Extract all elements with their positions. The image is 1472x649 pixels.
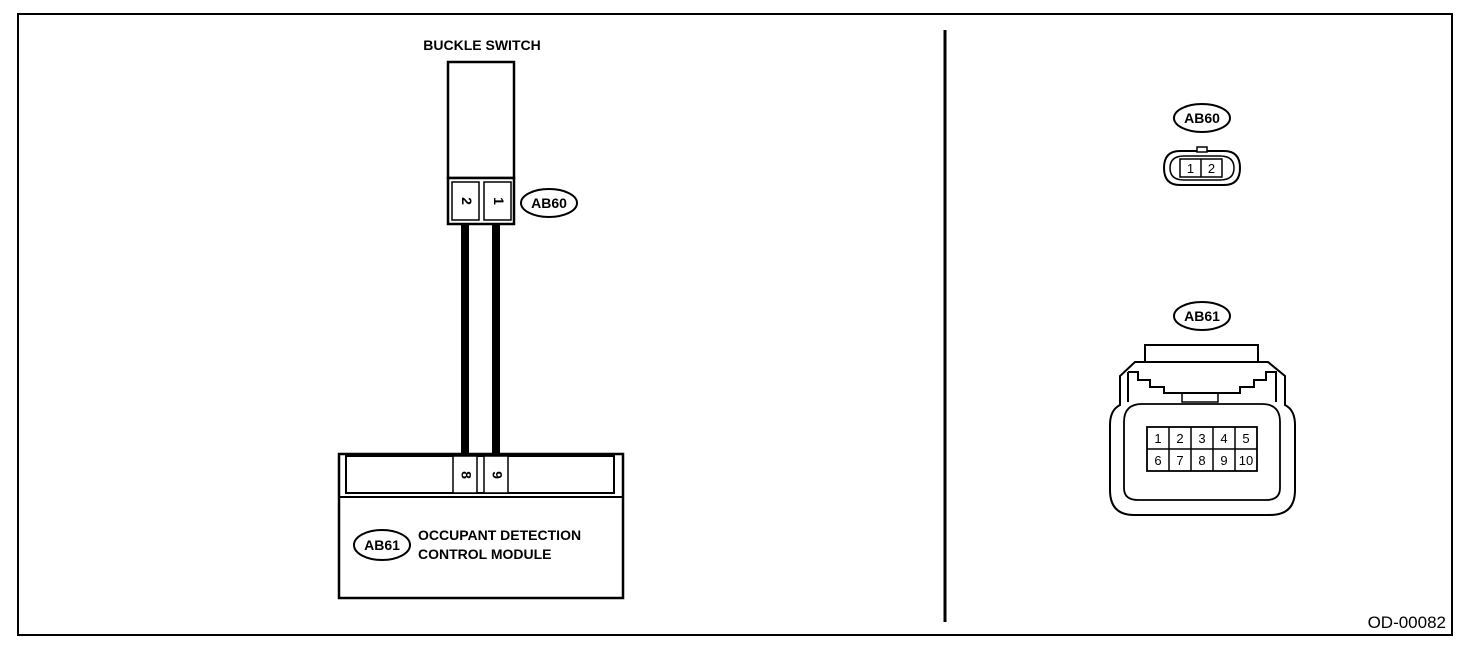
module-pin-8-label: 8 xyxy=(458,471,474,479)
switch-pin-1-box xyxy=(483,181,512,221)
ab61-badge xyxy=(353,529,411,561)
ab61-pin-3: 3 xyxy=(1198,431,1205,446)
module-pin-9-label: 9 xyxy=(489,471,505,479)
ab61-badge-label: AB61 xyxy=(364,537,400,553)
ab60-pin-1: 1 xyxy=(1187,161,1194,176)
ab61-pin-8: 8 xyxy=(1198,453,1205,468)
ab61-pin-2: 2 xyxy=(1176,431,1183,446)
ab61-view-label: AB61 xyxy=(1184,308,1220,324)
ab60-view-badge xyxy=(1173,103,1231,133)
ab61-pin-7: 7 xyxy=(1176,453,1183,468)
switch-pin-2-label: 2 xyxy=(459,197,475,205)
ab60-connector-face xyxy=(1162,146,1242,186)
ab60-view-label: AB60 xyxy=(1184,110,1220,126)
module-label-line1: OCCUPANT DETECTION xyxy=(418,527,581,543)
ab61-pin-6: 6 xyxy=(1154,453,1161,468)
buckle-switch-title: BUCKLE SWITCH xyxy=(423,37,540,53)
ab61-pin-1: 1 xyxy=(1154,431,1161,446)
outer-frame xyxy=(17,13,1453,636)
switch-pin-1-label: 1 xyxy=(491,197,507,205)
ab61-view-badge xyxy=(1173,301,1231,331)
ab61-pin-10: 10 xyxy=(1239,453,1253,468)
ab61-connector-face xyxy=(1109,344,1296,516)
ab60-badge-label: AB60 xyxy=(531,195,567,211)
ab61-pin-5: 5 xyxy=(1242,431,1249,446)
ab60-pin-2: 2 xyxy=(1208,161,1215,176)
ab60-badge xyxy=(520,188,578,218)
ab61-pin-4: 4 xyxy=(1220,431,1227,446)
switch-pin-2-box xyxy=(451,181,480,221)
module-pin-8-box xyxy=(452,455,478,494)
module-label-line2: CONTROL MODULE xyxy=(418,546,552,562)
ab61-pin-9: 9 xyxy=(1220,453,1227,468)
module-pin-9-box xyxy=(483,455,509,494)
buckle-switch-body xyxy=(446,60,516,180)
figure-id: OD-00082 xyxy=(1368,613,1446,632)
module-connector xyxy=(345,455,615,494)
